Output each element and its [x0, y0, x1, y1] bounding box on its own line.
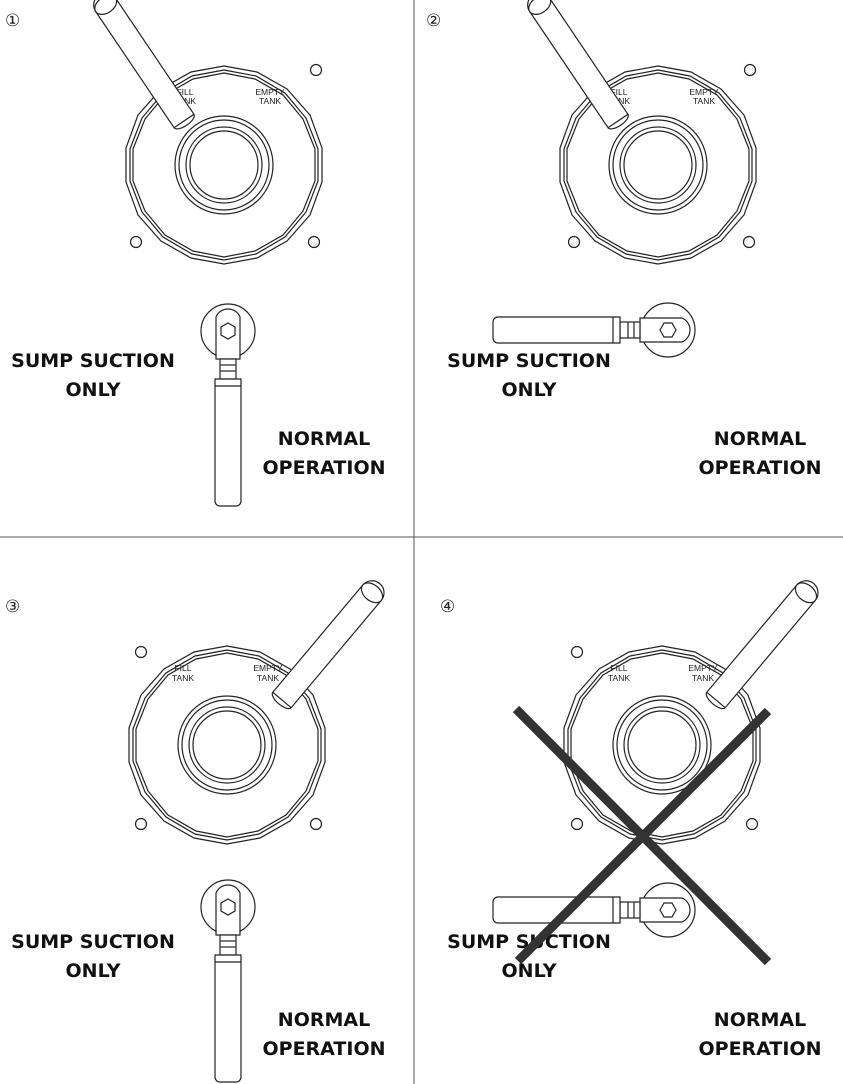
normal-operation-label: NORMAL	[714, 428, 806, 450]
fill-tank-label: FILL	[610, 87, 627, 97]
panel-3: ③ FILL TANK EMPTY TANK SUMP SUCTION ONLY…	[5, 575, 390, 1083]
panel-number: ②	[426, 11, 441, 31]
sump-suction-label: ONLY	[66, 379, 121, 401]
mounting-hole	[745, 817, 759, 831]
panel-4: ④ FILL TANK EMPTY TANK SUMP SUCTION ONLY…	[440, 575, 824, 1060]
sump-suction-label: ONLY	[502, 960, 557, 982]
sump-valve	[200, 879, 256, 1083]
cross-line	[514, 707, 772, 965]
sump-valve	[492, 302, 696, 358]
mounting-hole	[570, 817, 584, 831]
sump-suction-label: ONLY	[502, 379, 557, 401]
empty-tank-label: EMPTY	[688, 663, 718, 673]
fill-tank-label: FILL	[174, 663, 191, 673]
normal-operation-label: OPERATION	[699, 457, 822, 479]
selector-handle	[88, 0, 198, 133]
fill-tank-label: FILL	[610, 663, 627, 673]
mounting-hole	[570, 645, 584, 659]
mounting-hole	[307, 235, 321, 249]
panel-number: ③	[5, 597, 20, 617]
normal-operation-label: OPERATION	[263, 457, 386, 479]
normal-operation-label: NORMAL	[278, 1009, 370, 1031]
mounting-hole	[743, 63, 757, 77]
mounting-hole	[129, 235, 143, 249]
sump-suction-label: SUMP SUCTION	[11, 931, 175, 953]
fill-tank-label: TANK	[172, 673, 194, 683]
sump-suction-label: SUMP SUCTION	[447, 931, 611, 953]
mounting-hole	[134, 817, 148, 831]
normal-operation-label: NORMAL	[278, 428, 370, 450]
mounting-hole	[134, 645, 148, 659]
panel-number: ①	[5, 11, 20, 31]
sump-suction-label: SUMP SUCTION	[447, 350, 611, 372]
empty-tank-label: EMPTY	[253, 663, 283, 673]
mounting-hole	[309, 817, 323, 831]
sump-valve	[200, 303, 256, 507]
empty-tank-label: TANK	[259, 96, 281, 106]
fill-tank-label: FILL	[176, 87, 193, 97]
normal-operation-label: OPERATION	[699, 1038, 822, 1060]
sump-suction-label: SUMP SUCTION	[11, 350, 175, 372]
empty-tank-label: TANK	[693, 96, 715, 106]
sump-suction-label: ONLY	[66, 960, 121, 982]
panel-1: ① FILL TANK EMPTY TANK SUMP SUCTION ONLY…	[5, 0, 386, 507]
empty-tank-label: TANK	[257, 673, 279, 683]
panel-2: ② FILL TANK EMPTY TANK SUMP SUCTION ONLY…	[426, 0, 822, 479]
fill-tank-label: TANK	[608, 673, 630, 683]
mounting-hole	[567, 235, 581, 249]
mounting-hole	[742, 235, 756, 249]
incorrect-cross-mark	[512, 705, 772, 966]
mounting-hole	[309, 63, 323, 77]
selector-handle	[268, 575, 390, 713]
selector-handle	[702, 575, 824, 713]
empty-tank-label: EMPTY	[689, 87, 719, 97]
normal-operation-label: NORMAL	[714, 1009, 806, 1031]
empty-tank-label: EMPTY	[255, 87, 285, 97]
empty-tank-label: TANK	[692, 673, 714, 683]
selector-handle	[522, 0, 632, 133]
panel-number: ④	[440, 597, 455, 617]
normal-operation-label: OPERATION	[263, 1038, 386, 1060]
